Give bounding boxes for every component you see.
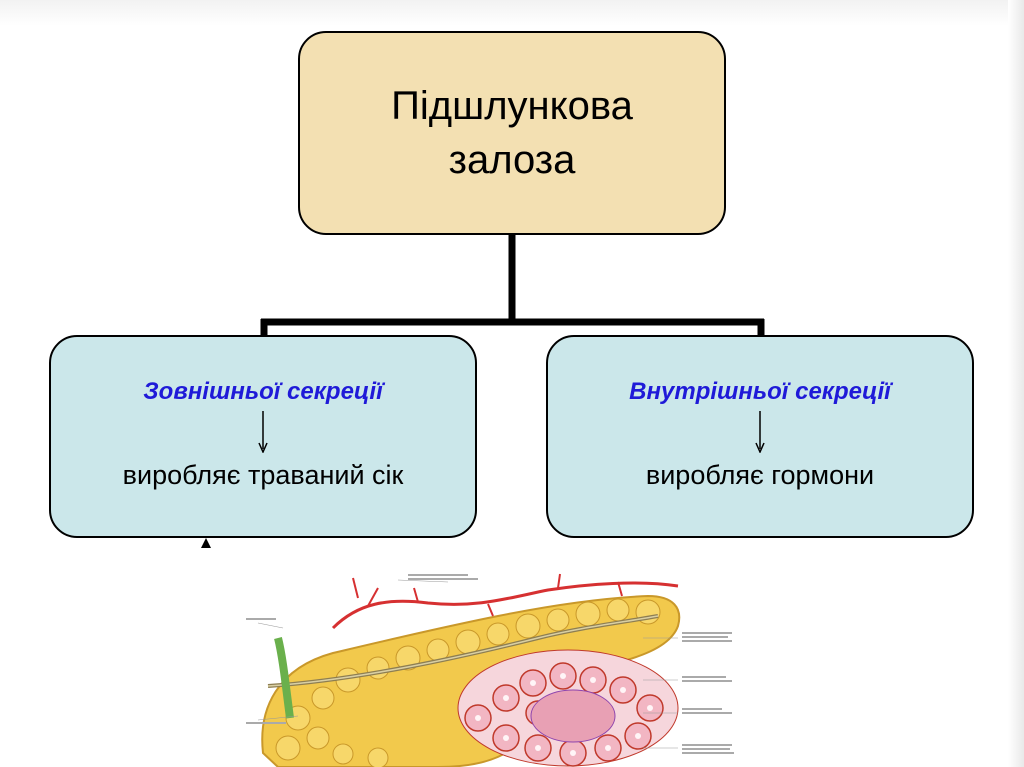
acinar-cells-detail	[457, 649, 679, 767]
root-title-line2: залоза	[448, 138, 576, 182]
artery	[331, 581, 679, 630]
pancreas-illustration	[246, 573, 734, 767]
branch-endocrine: Внутрішньої секреції виробляє гормони	[546, 335, 974, 538]
branch-endocrine-title: Внутрішньої секреції	[629, 377, 891, 405]
branch-endocrine-description: виробляє гормони	[645, 459, 875, 490]
branch-exocrine: Зовнішньої секреції виробляє траваний сі…	[49, 335, 477, 538]
branch-exocrine-title: Зовнішньої секреції	[143, 377, 383, 405]
arrow-down-icon	[258, 410, 268, 453]
islet-cluster	[530, 689, 616, 743]
bile-duct	[274, 637, 294, 719]
root-title-line1: Підшлункова	[391, 84, 633, 128]
label-leaders	[257, 579, 678, 749]
branch-exocrine-description: виробляє траваний сік	[122, 459, 404, 490]
slide-top-shade	[0, 0, 1024, 26]
small-arrowhead	[201, 538, 211, 548]
root-node-pancreas: Підшлункова залоза	[298, 31, 726, 235]
arrow-down-icon	[755, 410, 765, 453]
illegible-labels	[246, 574, 734, 754]
gland-lobules	[275, 598, 661, 767]
slide-right-shade	[1008, 0, 1024, 767]
